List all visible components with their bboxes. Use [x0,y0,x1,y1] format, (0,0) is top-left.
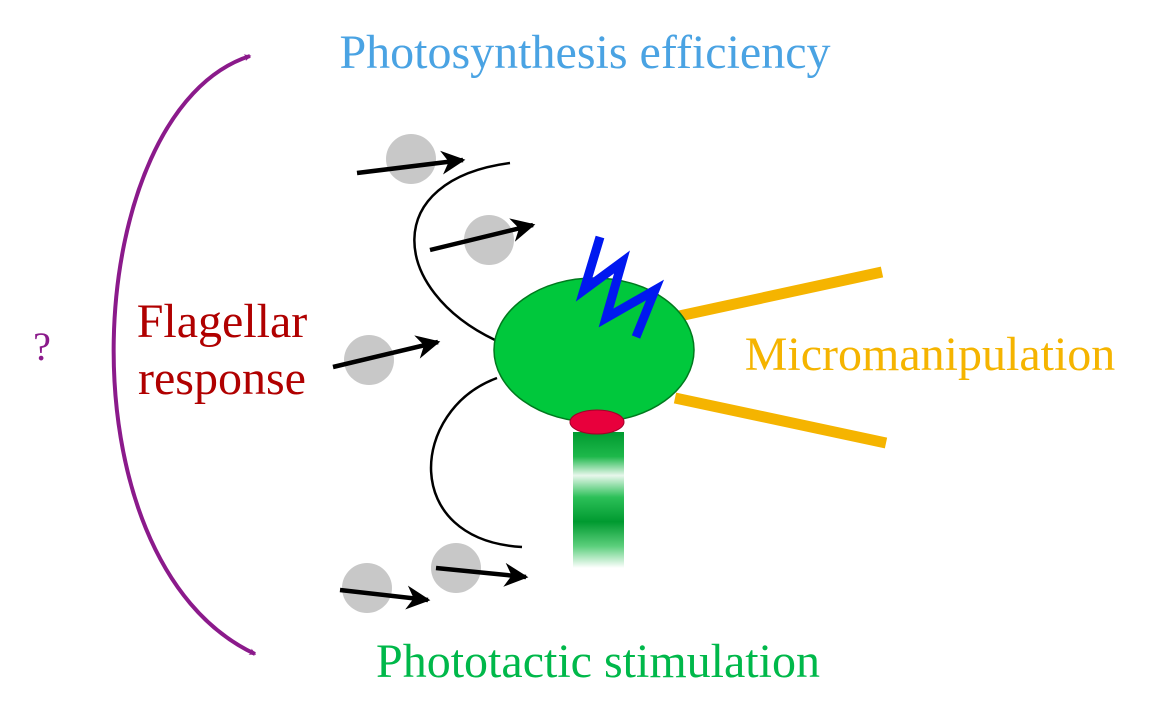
flagellum-lower [429,376,523,549]
micropipette-lower [673,392,888,449]
light-zigzag-icon [575,235,665,339]
eyespot [569,409,625,435]
feedback-arrow [111,54,257,656]
photosynthesis-label: Photosynthesis efficiency [339,26,830,79]
flagellar-label-line2: response [138,352,306,405]
flagellar-label-line1: Flagellar [137,295,308,348]
question-mark: ? [33,324,51,369]
light-beam [573,432,624,568]
flow-arrow [339,585,431,610]
phototactic-label: Phototactic stimulation [376,635,820,688]
micropipette-upper [668,266,884,324]
flow-arrow [332,335,441,370]
micromanipulation-label: Micromanipulation [745,328,1116,381]
particle [342,563,392,613]
particle [464,215,514,265]
flagellum-upper [413,161,511,342]
flow-arrow [356,150,466,176]
flow-arrow [435,562,529,587]
particle [386,134,436,184]
cell-body [493,277,695,423]
flow-arrow [429,218,536,253]
